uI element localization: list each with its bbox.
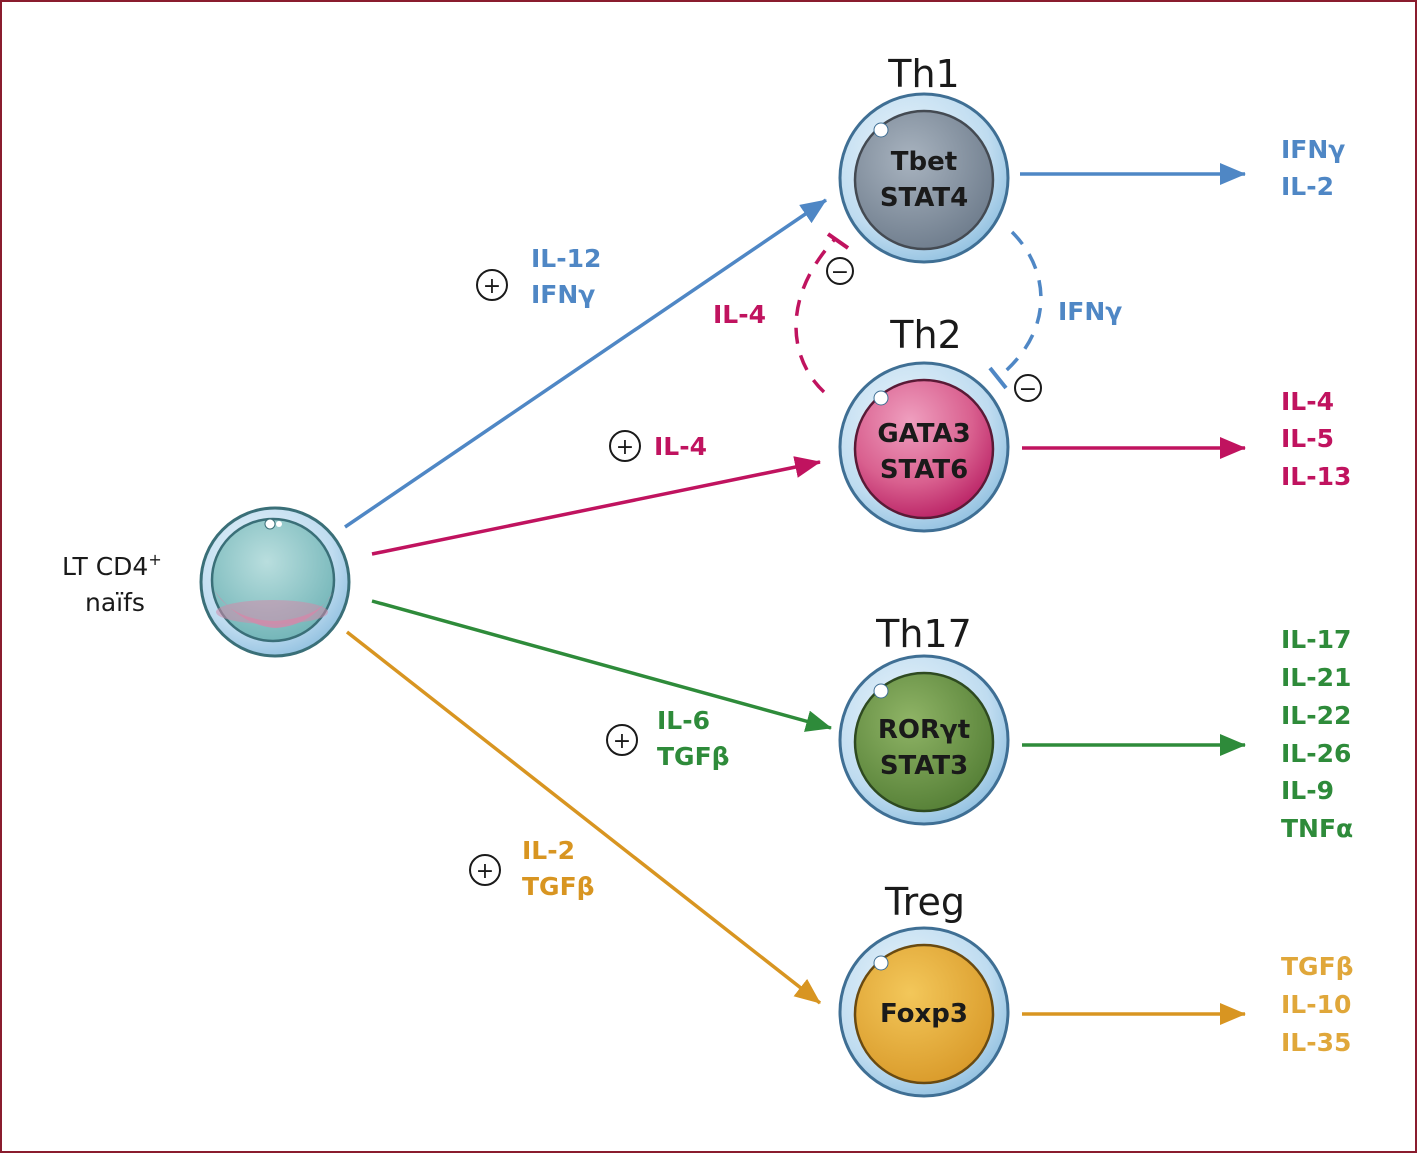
arrow-naive-to-th1	[344, 198, 827, 529]
naive-cell-label-line1: LT CD4+	[62, 550, 162, 581]
arrow-naive-to-th17	[371, 599, 832, 732]
naive-cd4-cell	[199, 506, 351, 658]
treg-cell	[838, 926, 1010, 1098]
th17-output-4: IL-9	[1281, 776, 1334, 805]
treg-title: Treg	[884, 880, 965, 924]
svg-text:−: −	[1019, 377, 1037, 402]
inducer-treg-line1: IL-2	[522, 836, 575, 865]
svg-text:−: −	[831, 260, 849, 285]
th1-output-1: IL-2	[1281, 172, 1334, 201]
inducer-th17-line1: IL-6	[657, 706, 710, 735]
svg-text:+: +	[616, 435, 634, 460]
th17-output-2: IL-22	[1281, 701, 1351, 730]
th17-output-0: IL-17	[1281, 625, 1351, 654]
th1-tf-stat4: STAT4	[880, 183, 968, 213]
inducer-treg-line2: TGFβ	[522, 872, 595, 901]
inhibition-ifng-bar	[988, 366, 1008, 390]
inducer-th2-line1: IL-4	[654, 432, 707, 461]
th17-title: Th17	[875, 612, 972, 656]
inhibition-il4-bar	[826, 232, 850, 250]
th17-tf-rorgt: RORγt	[878, 715, 970, 745]
inducer-plus-sign-th17: +	[606, 724, 638, 756]
inducer-plus-sign-treg: +	[469, 854, 501, 886]
th1-output-0: IFNγ	[1281, 135, 1345, 164]
inhibition-ifng-curve	[998, 230, 1043, 378]
th2-output-0: IL-4	[1281, 387, 1334, 416]
arrow-naive-to-treg	[345, 630, 822, 1005]
th1-cell	[838, 92, 1010, 264]
treg-output-0: TGFβ	[1281, 952, 1354, 981]
inducer-th1-line2: IFNγ	[531, 280, 595, 309]
th2-tf-stat6: STAT6	[880, 455, 968, 485]
svg-text:+: +	[613, 729, 631, 754]
arrow-naive-to-th2	[371, 456, 821, 556]
inhibition-minus-sign-th1: −	[826, 257, 854, 285]
th17-output-1: IL-21	[1281, 663, 1351, 692]
th1-tf-tbet: Tbet	[891, 147, 957, 177]
th17-cell	[838, 654, 1010, 826]
th2-title: Th2	[889, 313, 961, 357]
th1-title: Th1	[887, 52, 959, 96]
th17-output-5: TNFα	[1281, 814, 1353, 843]
naive-cell-label-line2: naïfs	[85, 588, 145, 617]
inhibition-il4-curve	[794, 238, 836, 394]
inducer-plus-sign-th1: +	[476, 269, 508, 301]
th17-output-3: IL-26	[1281, 739, 1351, 768]
th2-tf-gata3: GATA3	[877, 419, 970, 449]
treg-tf-foxp3: Foxp3	[880, 999, 968, 1029]
th2-output-1: IL-5	[1281, 424, 1334, 453]
inducer-plus-sign-th2: +	[609, 430, 641, 462]
treg-output-1: IL-10	[1281, 990, 1351, 1019]
svg-text:+: +	[476, 859, 494, 884]
th2-output-2: IL-13	[1281, 462, 1351, 491]
inhibition-minus-sign-th2: −	[1014, 374, 1042, 402]
inhibition-il4-label: IL-4	[713, 300, 766, 329]
inducer-th1-line1: IL-12	[531, 244, 601, 273]
inhibition-ifng-label: IFNγ	[1058, 297, 1122, 326]
th17-tf-stat3: STAT3	[880, 751, 968, 781]
th2-cell	[838, 361, 1010, 533]
treg-output-2: IL-35	[1281, 1028, 1351, 1057]
naive-cell-label-sup: +	[148, 550, 161, 569]
inducer-th17-line2: TGFβ	[657, 742, 730, 771]
svg-text:+: +	[483, 274, 501, 299]
